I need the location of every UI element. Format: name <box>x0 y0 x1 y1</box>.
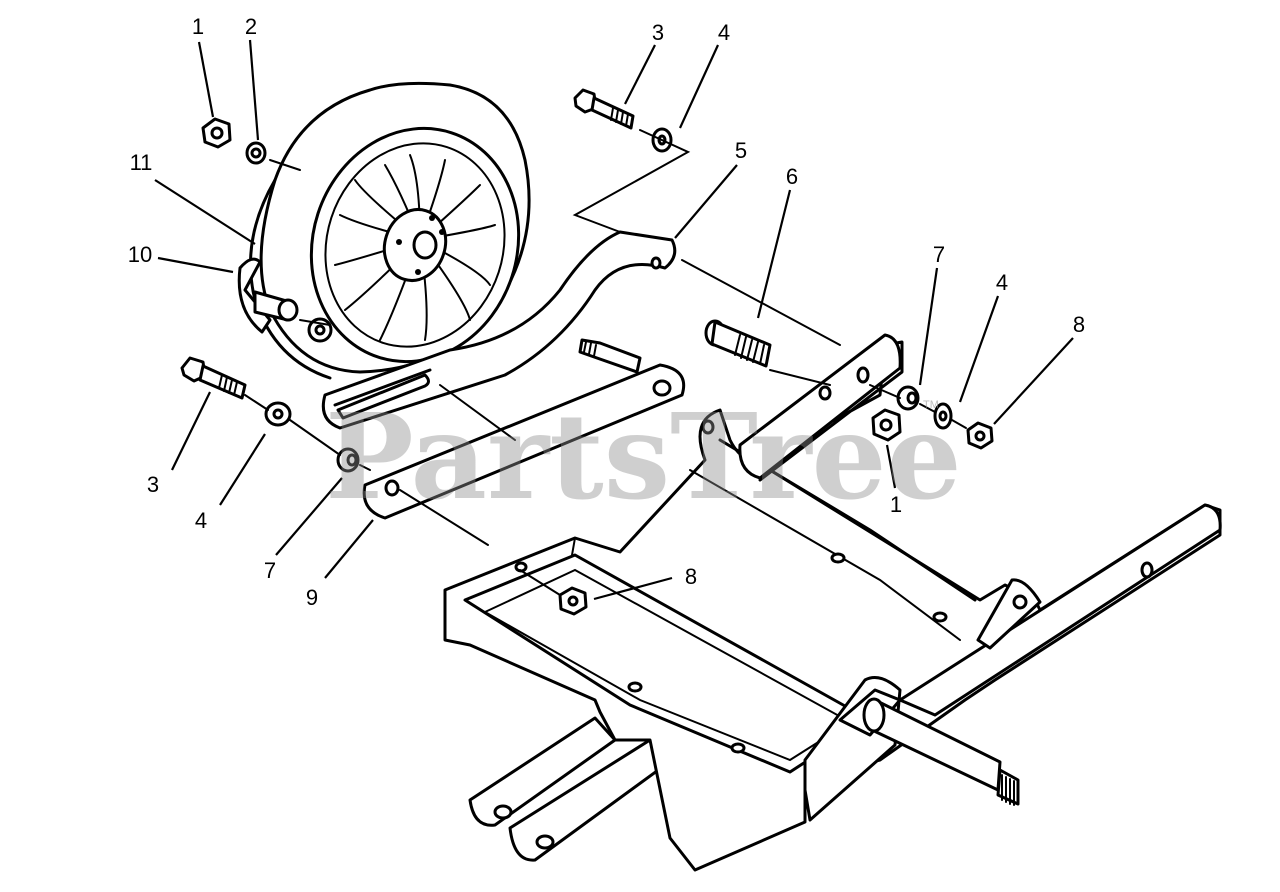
callout-4-washer-right: 4 <box>996 270 1008 295</box>
watermark: PartsTree TM <box>325 387 962 526</box>
wheel <box>249 81 531 380</box>
callout-1-nut-right: 1 <box>890 492 902 517</box>
callout-10-spindle: 10 <box>128 242 152 267</box>
callout-1-nut: 1 <box>192 14 204 39</box>
callout-7-spacer-left: 7 <box>264 558 276 583</box>
callout-9-link-bar: 9 <box>306 585 318 610</box>
callout-7-spacer-right: 7 <box>933 242 945 267</box>
callout-4-washer-top: 4 <box>718 20 730 45</box>
leader-lines <box>154 39 1074 601</box>
callout-3-bolt-top: 3 <box>652 20 664 45</box>
callouts: 1 2 11 10 3 4 5 6 7 4 8 3 4 7 9 1 8 <box>128 14 1085 610</box>
callout-4-washer-left: 4 <box>195 508 207 533</box>
watermark-trademark: TM <box>923 399 939 411</box>
callout-11-washer: 11 <box>130 150 153 175</box>
callout-3-bolt-left: 3 <box>147 472 159 497</box>
callout-2-washer: 2 <box>245 14 257 39</box>
main-frame <box>443 333 1222 872</box>
hardware <box>180 88 994 616</box>
link-bar <box>362 363 686 520</box>
callout-6-bolt: 6 <box>786 164 798 189</box>
wheel-arm <box>321 230 677 430</box>
callout-8-nut-lower: 8 <box>685 564 697 589</box>
watermark-text: PartsTree <box>325 387 962 526</box>
callout-8-nut-right: 8 <box>1073 312 1085 337</box>
callout-5-wheel-arm: 5 <box>735 138 747 163</box>
